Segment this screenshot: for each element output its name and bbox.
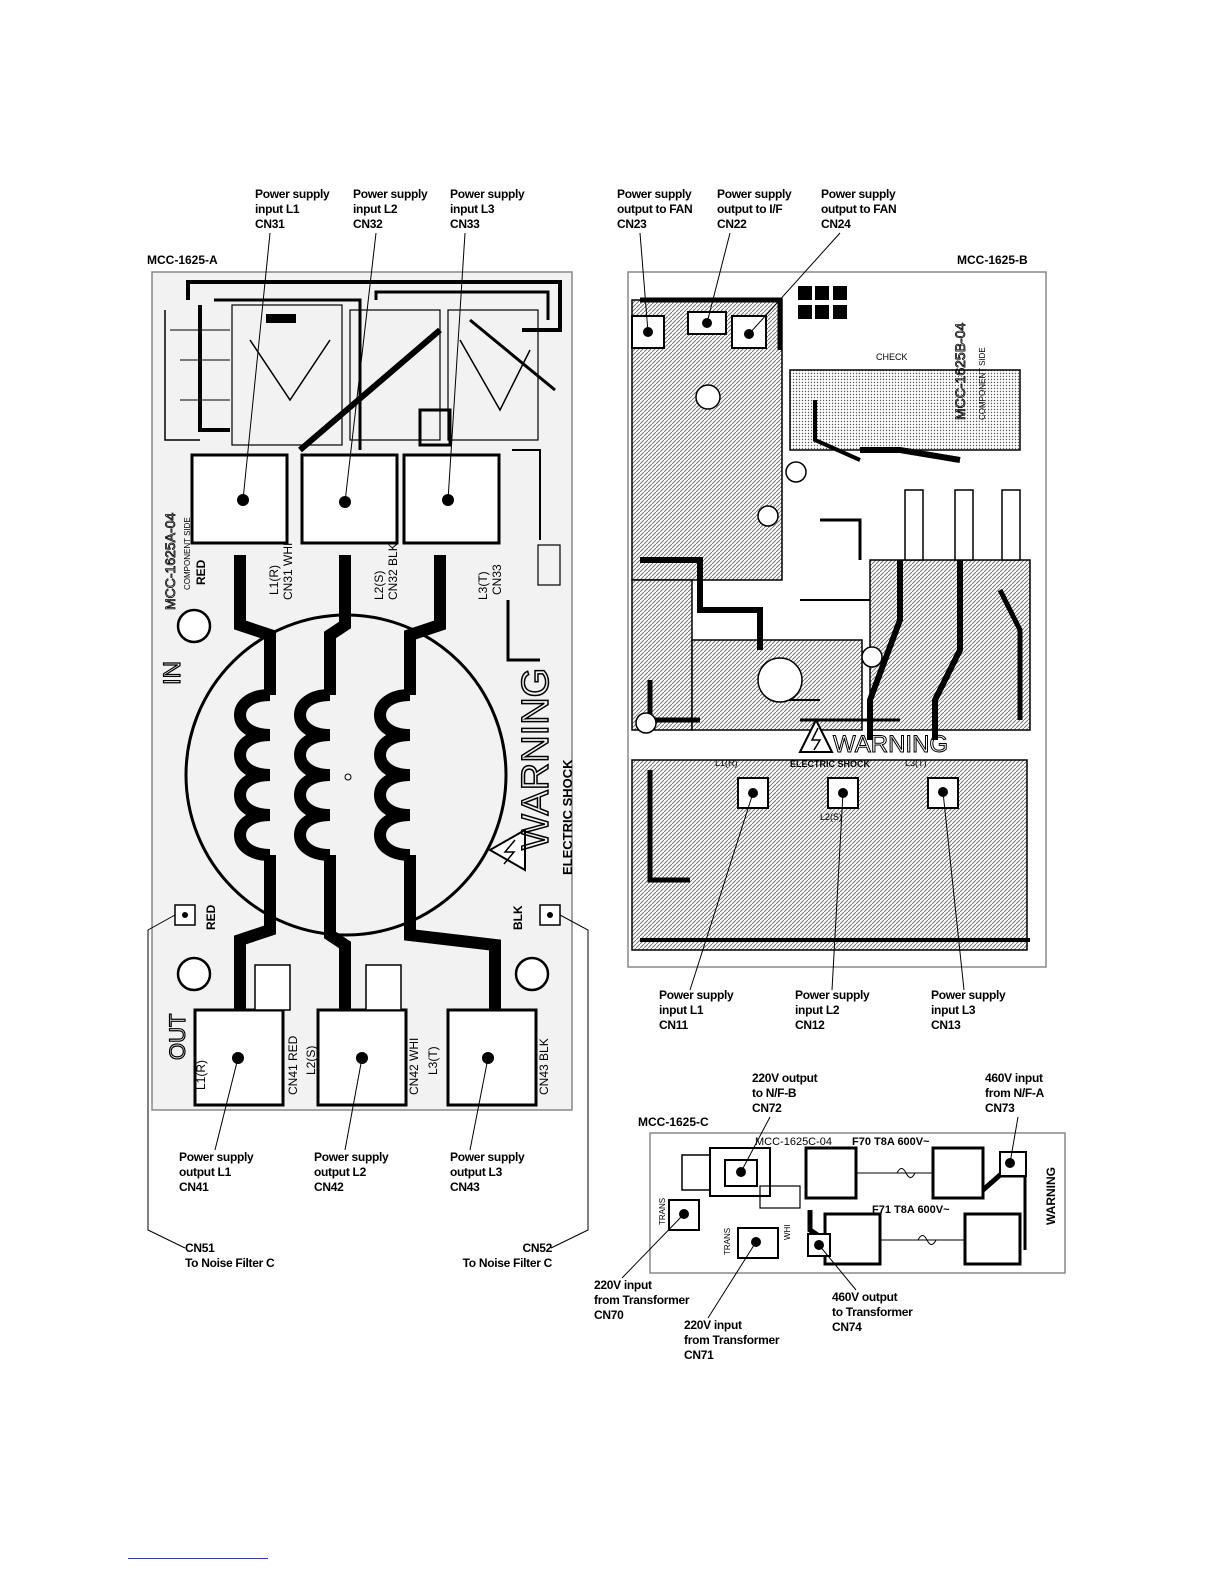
connector-cn32 [300,453,399,545]
silk-comp-side-a: COMPONENT SIDE [183,517,192,590]
silk-warning-c: WARNING [1044,1167,1058,1225]
silk-comp-side-b: COMPONENT SIDE [978,347,987,420]
silk-blk-a: BLK [511,905,525,930]
silk-trans-a: TRANS [658,1198,667,1225]
silk-red-b: RED [204,904,218,930]
silk-whi-c: WHI [783,1224,792,1240]
board-a-top-traces [164,280,562,662]
board-b: WARNING ELECTRIC SHOCK MCC-1625B-04 COMP… [627,271,1047,968]
silk-warning-b: WARNING [833,731,948,758]
connector-cn31 [190,453,289,545]
connector-cn71 [737,1227,779,1259]
silk-cn31: CN31 WHI [281,543,295,600]
board-c-leaders [621,1116,1019,1319]
warning-triangle-a [487,828,526,872]
board-c: MCC-1625C-04 F70 T8A 600V~ F71 T8A 600V~… [649,1132,1066,1274]
board-a: WARNING ELECTRIC SHOCK IN OUT RED RED BL… [151,271,575,1111]
board-title-c: MCC-1625-C [638,1115,709,1129]
warning-triangle-b [798,717,834,753]
connector-cn73 [999,1151,1027,1177]
board-title-a: MCC-1625-A [147,253,218,267]
board-b-caps [798,286,847,319]
board-b-leaders [639,232,965,991]
board-title-b: MCC-1625-B [957,253,1028,267]
footer-rule [128,1558,268,1559]
silk-cn32: CN32 BLK [386,543,400,600]
silk-red-a: RED [194,559,208,585]
silk-l3t-out: L3(T) [426,1046,440,1075]
silk-l1r-b: L1(R) [715,758,738,768]
silk-l3t-b: L3(T) [905,758,927,768]
silk-cn43: CN43 BLK [537,1038,551,1095]
silk-shock: ELECTRIC SHOCK [560,759,575,875]
board-a-component [266,314,296,323]
silk-l2s-out: L2(S) [304,1046,318,1075]
silk-l1r-in: L1(R) [267,565,281,595]
connector-cn72 [724,1159,758,1187]
connector-cn33 [402,453,501,545]
silk-pcb-c: MCC-1625C-04 [755,1136,832,1148]
silk-pcb-b: MCC-1625B-04 [952,323,968,420]
silk-in: IN [159,661,186,685]
mount-hole [176,956,212,992]
mount-hole [176,608,212,644]
silk-cn41: CN41 RED [286,1035,300,1095]
connector-cn42 [316,964,408,1107]
connector-cn43 [446,1008,538,1107]
silk-check: CHECK [876,352,908,362]
silk-l1r-out: L1(R) [194,1060,208,1090]
silk-trans-b: TRANS [723,1228,732,1255]
board-b-resistors [904,489,1021,561]
silk-cn42: CN42 WHI [407,1038,421,1095]
silk-pcb-a: MCC-1625A-04 [162,513,178,610]
silk-l3t-in: L3(T) [476,571,490,600]
silk-out: OUT [165,1014,190,1060]
connector-cn41 [193,964,291,1107]
board-a-windings [234,555,501,1010]
silk-fuse-f71: F71 T8A 600V~ [872,1204,950,1216]
silk-fuse-f70: F70 T8A 600V~ [852,1136,930,1148]
silk-warning-a: WARNING [515,668,557,850]
silk-shock-b: ELECTRIC SHOCK [790,759,871,769]
mount-hole [514,956,550,992]
silk-l2s-b: L2(S) [820,812,842,822]
silk-cn33: CN33 [490,564,504,595]
board-a-outline [151,271,573,1111]
board-a-leaders [147,232,589,1249]
silk-l2s-in: L2(S) [372,571,386,600]
